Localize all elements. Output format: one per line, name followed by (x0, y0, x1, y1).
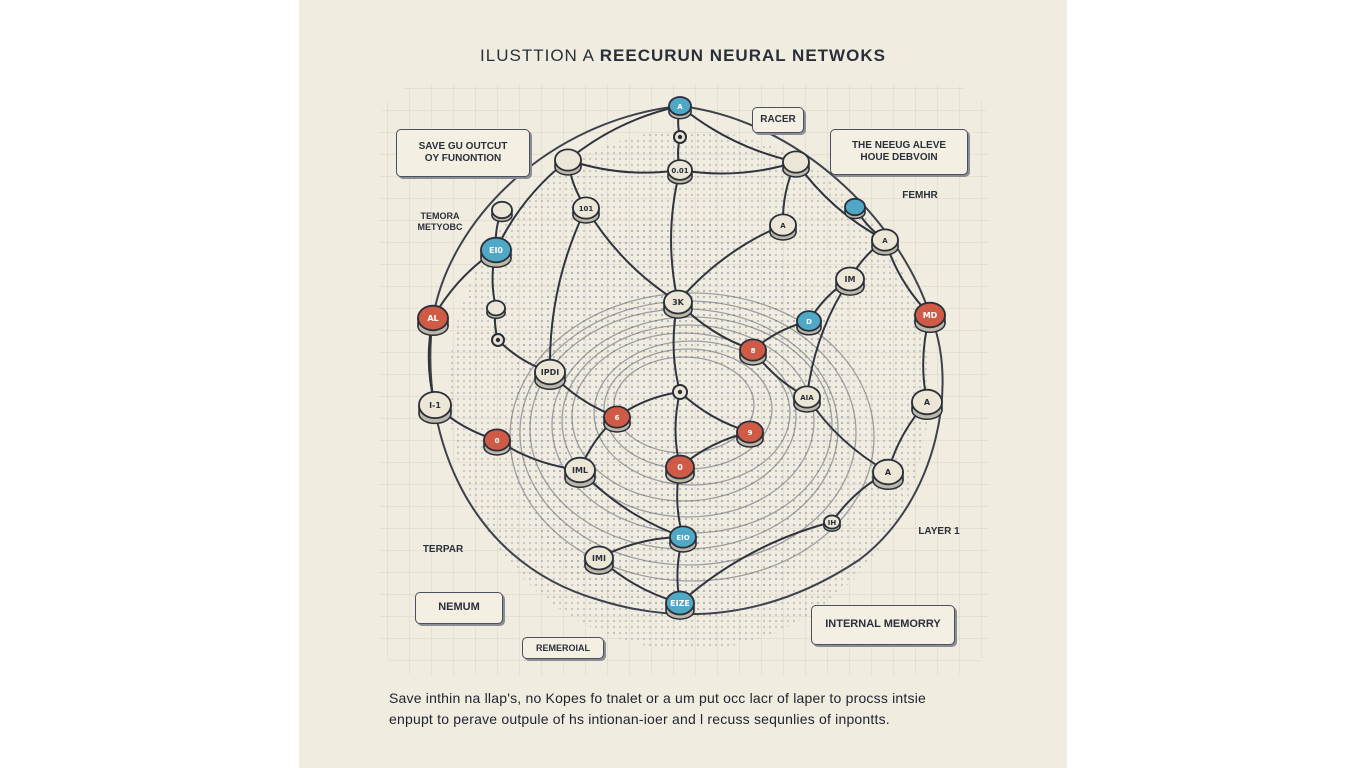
node-n_3k: 3K (663, 289, 693, 319)
node-label-n_red_b2: 0 (677, 463, 683, 472)
node-n_a_rb: A (872, 458, 904, 490)
node-label-n_ih: IH (828, 519, 837, 527)
node-label-n_blue_b: EIO (676, 534, 689, 542)
recurrent-loop (561, 324, 815, 518)
node-n_top: A (668, 96, 692, 120)
connection-n_top-n_r1 (679, 105, 797, 163)
connection-n_101-n_ipdi (548, 207, 587, 373)
node-n_red_b: 0 (483, 428, 511, 456)
recurrent-loop (593, 340, 791, 486)
halftone-core (509, 220, 849, 620)
node-label-n_red_b: 0 (495, 437, 500, 445)
node-n_red_r: MD (914, 301, 946, 333)
node-label-n_00: 0.01 (671, 167, 688, 175)
node-label-n_blue2: EI0 (489, 246, 503, 255)
node-label-n_im_b: IMI (592, 554, 606, 563)
node-n_ih: IH (823, 514, 841, 532)
node-label-n_red_b3: 9 (748, 429, 753, 437)
label-nemum: NEMUM (415, 592, 503, 624)
node-n_r1 (782, 150, 810, 178)
node-n_a_r: A (911, 388, 943, 420)
node-n_blue1 (844, 197, 866, 220)
label-internal-memory: INTERNAL MEMORRY (811, 605, 955, 645)
node-label-n_r_top: IM (845, 275, 856, 284)
node-n_blue_bb: EIZE (665, 590, 695, 620)
node-label-n_red_r: MD (923, 311, 938, 320)
node-n_dot1 (673, 130, 687, 144)
recurrent-loop (571, 332, 797, 502)
node-label-n_aia: AIA (800, 394, 814, 402)
node-label-n_red_l: AL (427, 314, 438, 323)
node-n_00: 0.01 (667, 159, 693, 185)
caption-line-1: Save inthin na llap's, no Kopes fo tnale… (389, 690, 927, 706)
node-label-n_blue3: D (806, 318, 812, 326)
node-label-n_a2: A (882, 237, 888, 245)
label-neuge: THE NEEUG ALEVE HOUE DEBVOIN (830, 129, 968, 175)
title-lead: ILUSTTION A (480, 46, 595, 65)
label-racer: RACER (752, 107, 804, 133)
node-label-n_left_b: I-1 (429, 401, 441, 410)
node-label-n_a_rb: A (885, 468, 892, 477)
diagram-title: ILUSTTION A REECURUN NEURAL NETWOKS (299, 46, 1067, 66)
node-n_r_top: IM (835, 266, 865, 296)
node-n_red_s: 6 (603, 405, 631, 433)
title-main: REECURUN NEURAL NETWOKS (599, 46, 886, 65)
label-layer1: LAYER 1 (918, 526, 960, 537)
node-n_a1: A (769, 213, 797, 241)
label-save-output: SAVE GU OUTCUT OY FUNONTION (396, 129, 530, 177)
label-temora: TEMORA METYOBC (417, 211, 463, 232)
node-n_ipdi: IPDI (534, 358, 566, 390)
node-n_blue3: D (796, 310, 822, 336)
node-label-n_ipdi: IPDI (541, 368, 559, 377)
node-n_red_b2: 0 (665, 454, 695, 484)
node-n_a2: A (871, 228, 899, 256)
node-n_left_b: I-1 (418, 390, 452, 425)
node-label-n_a1: A (780, 222, 786, 230)
node-label-n_blue_bb: EIZE (670, 599, 690, 608)
node-n_red_b3: 9 (736, 420, 764, 448)
outer-recurrent-path (429, 104, 944, 616)
label-remeroial: REMEROIAL (522, 637, 604, 659)
node-n_red_c: 8 (739, 338, 767, 366)
node-n_blue2: EI0 (480, 236, 512, 268)
node-label-n_3k: 3K (672, 298, 685, 307)
node-n_mid_l (486, 299, 506, 320)
node-n_iml: IML (564, 456, 596, 488)
node-n_dot2 (491, 333, 505, 347)
node-n_dot3 (672, 384, 688, 400)
label-femhr: FEMHR (902, 190, 938, 201)
recurrent-loop (613, 356, 755, 454)
node-n_101: 101 (572, 196, 600, 224)
node-label-n_101: 101 (579, 205, 594, 213)
node-n_blue_b: EIO (669, 525, 697, 553)
node-n_aia: AIA (793, 385, 821, 413)
connection-n_00-n_3k (670, 169, 681, 303)
label-terpar: TERPAR (422, 544, 464, 555)
node-label-n_iml: IML (572, 466, 588, 475)
node-n_red_l: AL (417, 304, 449, 336)
node-n_small1 (491, 200, 513, 223)
node-label-n_red_c: 8 (751, 347, 756, 355)
node-n_l1 (554, 148, 582, 176)
node-n_im_b: IMI (584, 545, 614, 575)
node-label-n_top: A (677, 103, 683, 111)
caption: Save inthin na llap's, no Kopes fo tnale… (389, 688, 989, 730)
connection-n_ih-n_blue_bb (679, 521, 833, 604)
node-label-n_a_r: A (924, 398, 931, 407)
connection-n_top-n_l1 (567, 105, 681, 161)
caption-line-2: enpupt to perave outpule of hs intionan-… (389, 711, 890, 727)
node-label-n_red_s: 6 (615, 414, 620, 422)
